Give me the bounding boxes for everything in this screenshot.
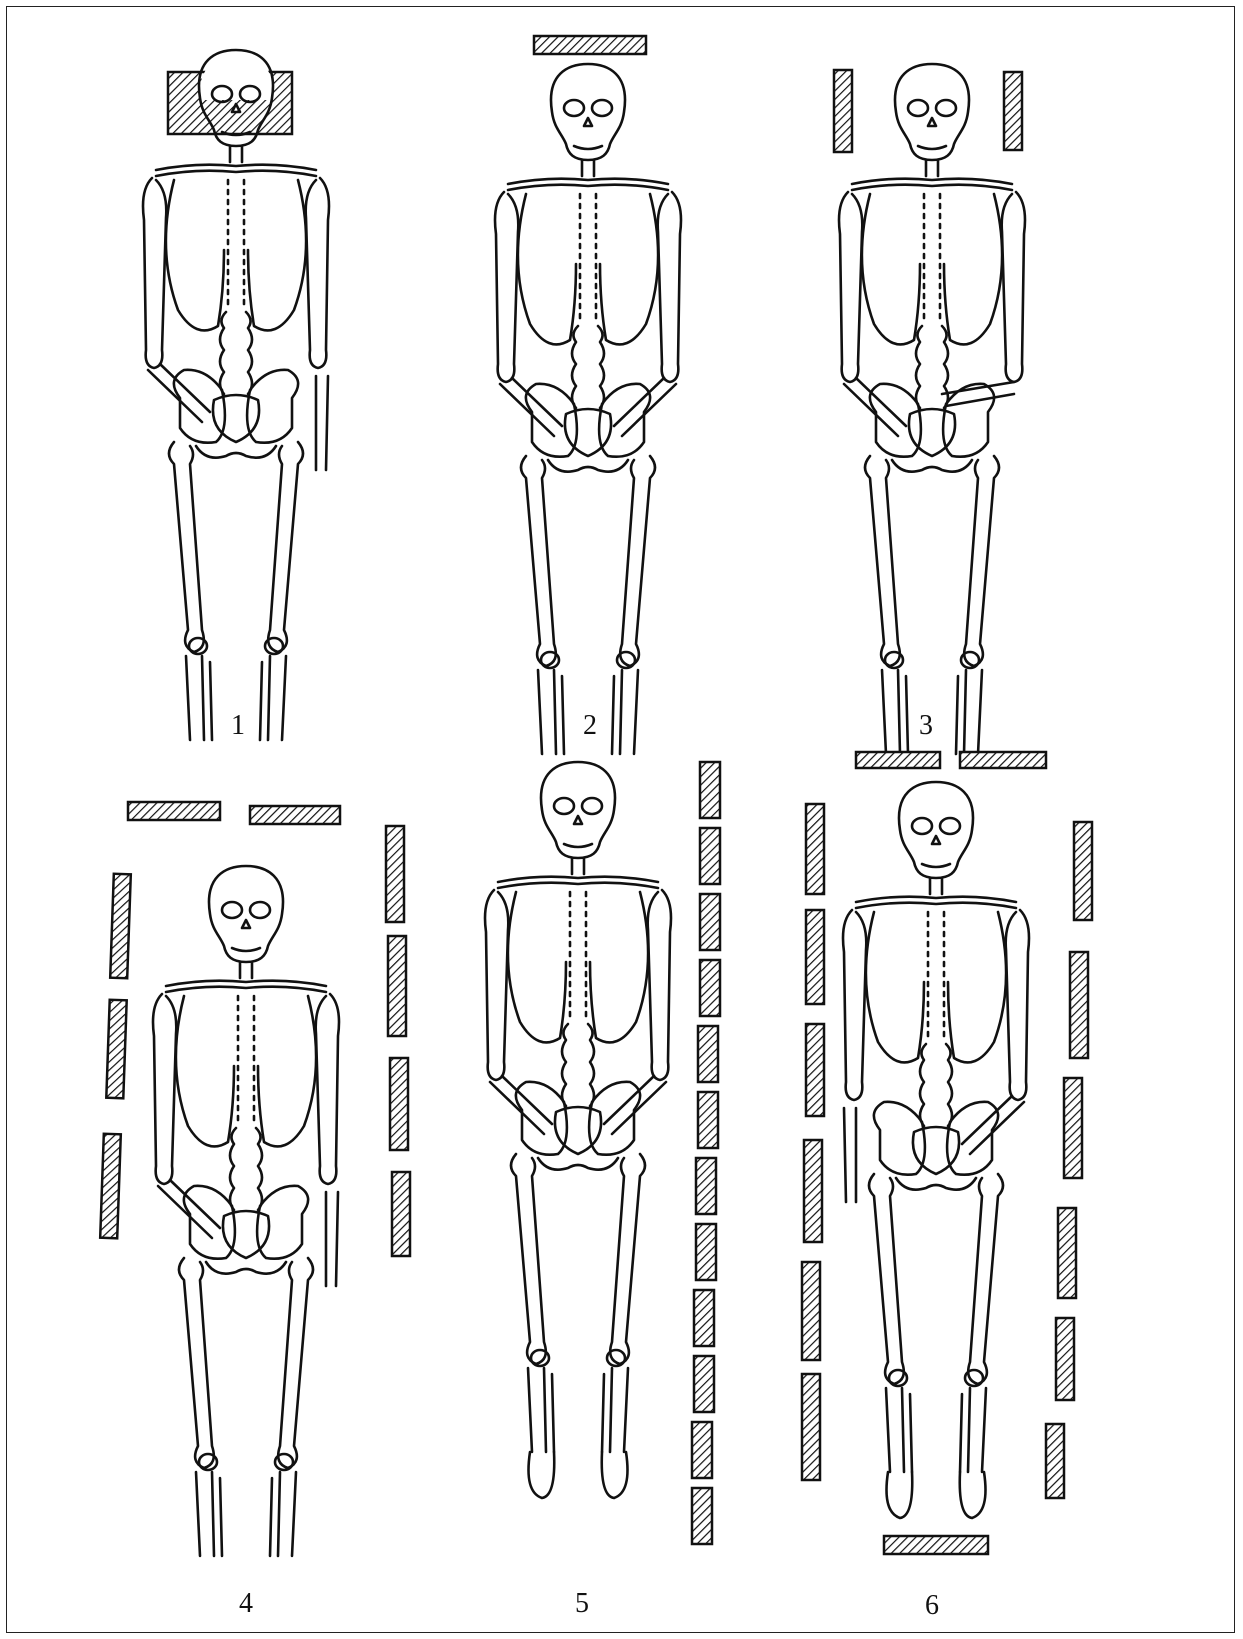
brick-top-left [128,802,220,820]
brick-left-of-head [834,70,852,152]
skeleton-2 [495,64,681,754]
figure-1 [143,50,329,740]
brick-above-head [534,36,646,54]
brick-top-left [856,752,940,768]
brick-bottom [884,1536,988,1554]
figure-2 [495,36,681,754]
skeleton-4 [153,866,339,1556]
skeleton-1 [143,50,329,740]
figure-label-2: 2 [560,710,620,742]
brick-column-right [692,762,720,1544]
brick-row-left [802,804,824,1480]
figure-5 [485,762,720,1544]
figure-label-3: 3 [896,710,956,742]
brick-right-of-head [1004,72,1022,150]
figure-label-1: 1 [208,710,268,742]
brick-row-left [100,874,131,1239]
skeleton-6 [843,782,1029,1472]
brick-row-right [1046,822,1092,1498]
skeleton-3 [839,64,1025,754]
skeleton-5 [485,762,671,1452]
figure-label-5: 5 [552,1588,612,1620]
figure-3 [834,64,1025,754]
brick-top-right [250,806,340,824]
figure-6 [802,752,1092,1554]
brick-top-right [960,752,1046,768]
brick-row-right [386,826,410,1256]
figure-label-6: 6 [902,1590,962,1622]
figure-label-4: 4 [216,1588,276,1620]
figure-4 [100,802,410,1556]
